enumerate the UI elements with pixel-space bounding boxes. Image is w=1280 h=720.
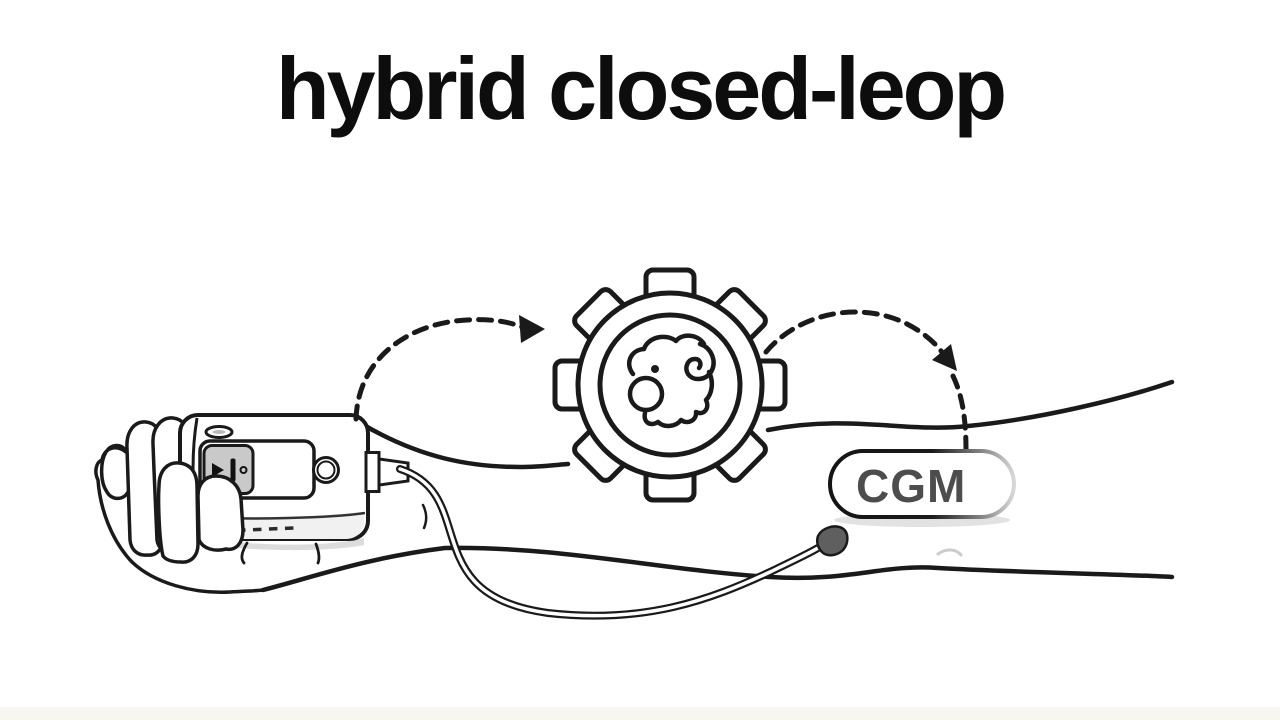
- infusion-tubing: [396, 465, 849, 620]
- pump-round-button-inner: [316, 460, 336, 480]
- gear-icon: [552, 267, 788, 503]
- pause-bar-icon: [230, 458, 236, 482]
- cgm-label: CGM: [856, 460, 966, 512]
- flow-arrows: [353, 309, 969, 453]
- small-dot-icon: [239, 466, 248, 474]
- palm-crease-2: [314, 542, 321, 565]
- dashed-arrow-pump-to-gear: [353, 317, 525, 422]
- arm-top-line-left: [359, 421, 571, 470]
- wrist-crease: [421, 503, 428, 530]
- cgm-sensor-pill: CGM: [828, 449, 1016, 557]
- bottom-paper-strip: [0, 707, 1280, 720]
- arrowhead-pump-to-gear: [519, 315, 545, 343]
- play-icon: [212, 463, 224, 477]
- arm-bottom-line: [260, 545, 1175, 593]
- palm-crease-1: [240, 541, 249, 565]
- arm-top-line-right: [765, 379, 1175, 433]
- page-title: hybrid closed-leop: [275, 39, 1007, 138]
- tube-outer: [396, 465, 827, 620]
- front-thumb: [156, 461, 200, 564]
- pump-vent-dashes: [220, 526, 295, 533]
- cgm-pill-body: [828, 449, 1016, 519]
- front-finger: [196, 474, 245, 552]
- dashed-tail-to-cgm: [950, 373, 969, 453]
- sketch-smudge: [936, 548, 963, 557]
- dashed-arrow-gear-to-cgm: [763, 309, 947, 358]
- arrowhead-gear-to-cgm: [932, 344, 957, 371]
- pump-top-slot-inner: [212, 430, 226, 434]
- pump-connector: [364, 451, 381, 493]
- hand-front-digits: [156, 461, 428, 565]
- tube-arrowhead-icon: [815, 525, 849, 557]
- brain-squiggle-icon: [627, 333, 716, 429]
- tube-inner: [398, 467, 825, 618]
- hand-outer-edge: [94, 446, 265, 594]
